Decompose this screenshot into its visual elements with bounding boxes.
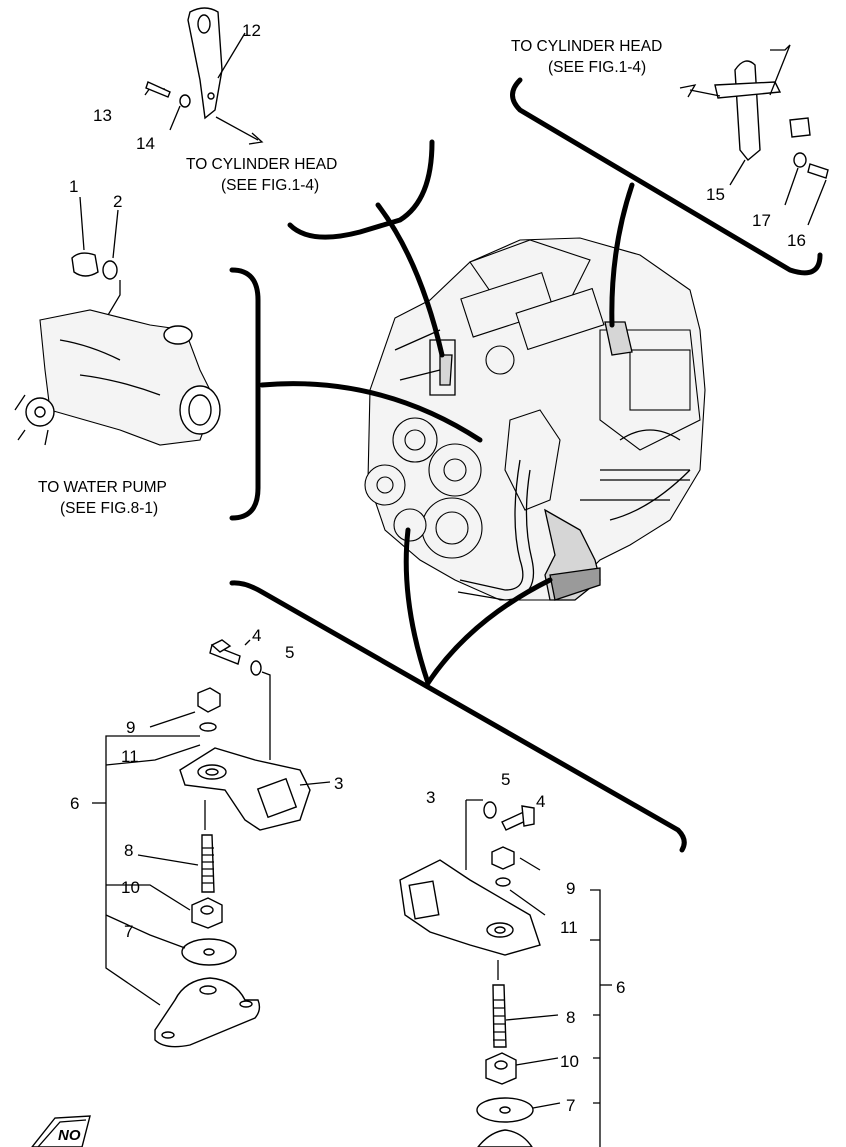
label-8-left: 8 xyxy=(124,841,133,860)
callout-texts: TO CYLINDER HEAD (SEE FIG.1-4) TO CYLIND… xyxy=(38,38,662,517)
label-3-right: 3 xyxy=(426,788,435,807)
label-7-left: 7 xyxy=(124,922,133,941)
label-5-left: 5 xyxy=(285,643,294,662)
label-12: 12 xyxy=(242,21,261,40)
lifting-bracket-15 xyxy=(734,60,761,161)
label-10-right: 10 xyxy=(560,1052,579,1071)
callout-cylinder-head-right-line1: TO CYLINDER HEAD xyxy=(511,38,662,55)
water-pump-assembly xyxy=(14,196,221,446)
cap-1 xyxy=(71,252,99,277)
callout-water-pump-line1: TO WATER PUMP xyxy=(38,479,167,496)
label-5-right: 5 xyxy=(501,770,510,789)
label-7-right: 7 xyxy=(566,1096,575,1115)
label-9-right: 9 xyxy=(566,879,575,898)
callout-cylinder-head-right-line2: (SEE FIG.1-4) xyxy=(548,59,646,76)
stamp-logo: NO xyxy=(31,1115,91,1147)
washer-17 xyxy=(793,152,807,168)
label-2: 2 xyxy=(113,192,122,211)
mount-bracket-3-left xyxy=(179,747,311,831)
lifting-bracket-12 xyxy=(187,7,223,120)
nut-9-right xyxy=(491,846,515,870)
bracket-12-assembly xyxy=(144,7,264,145)
rubber-mount-right xyxy=(477,1129,533,1147)
bolt-13 xyxy=(145,81,171,98)
label-4-right: 4 xyxy=(536,792,545,811)
part-number-labels: 1 2 12 13 14 15 17 16 4 5 9 11 6 3 8 10 … xyxy=(69,21,806,1115)
label-8-right: 8 xyxy=(566,1008,575,1027)
label-17: 17 xyxy=(752,211,771,230)
clamp-2 xyxy=(102,260,118,280)
label-6-right: 6 xyxy=(616,978,625,997)
washer-11-left xyxy=(199,722,217,732)
nut-9-left xyxy=(197,687,221,713)
label-11-right: 11 xyxy=(560,918,578,937)
bolt-16 xyxy=(807,163,829,179)
callout-cylinder-head-left-line1: TO CYLINDER HEAD xyxy=(186,156,337,173)
stamp-text: NO xyxy=(58,1127,81,1144)
washer-5-left xyxy=(250,660,262,676)
stud-8-left xyxy=(201,834,215,893)
engine-mount-left xyxy=(92,639,331,1048)
bracket-15-assembly xyxy=(679,44,829,226)
label-1: 1 xyxy=(69,177,78,196)
label-11-left: 11 xyxy=(121,747,139,766)
label-14: 14 xyxy=(136,134,155,153)
callout-water-pump-line2: (SEE FIG.8-1) xyxy=(60,500,158,517)
label-10-left: 10 xyxy=(121,878,140,897)
callout-cylinder-head-left-line2: (SEE FIG.1-4) xyxy=(221,177,319,194)
engine-assembly xyxy=(364,237,706,601)
label-3-left: 3 xyxy=(334,774,343,793)
label-13: 13 xyxy=(93,106,112,125)
washer-11-right xyxy=(495,877,511,887)
rubber-mount-left xyxy=(154,977,261,1048)
leader-lines xyxy=(229,77,823,853)
label-6-left: 6 xyxy=(70,794,79,813)
label-15: 15 xyxy=(706,185,725,204)
engine-mount-right xyxy=(399,799,612,1147)
label-4-left: 4 xyxy=(252,626,261,645)
washer-5-right xyxy=(483,801,497,819)
label-16: 16 xyxy=(787,231,806,250)
label-9-left: 9 xyxy=(126,718,135,737)
